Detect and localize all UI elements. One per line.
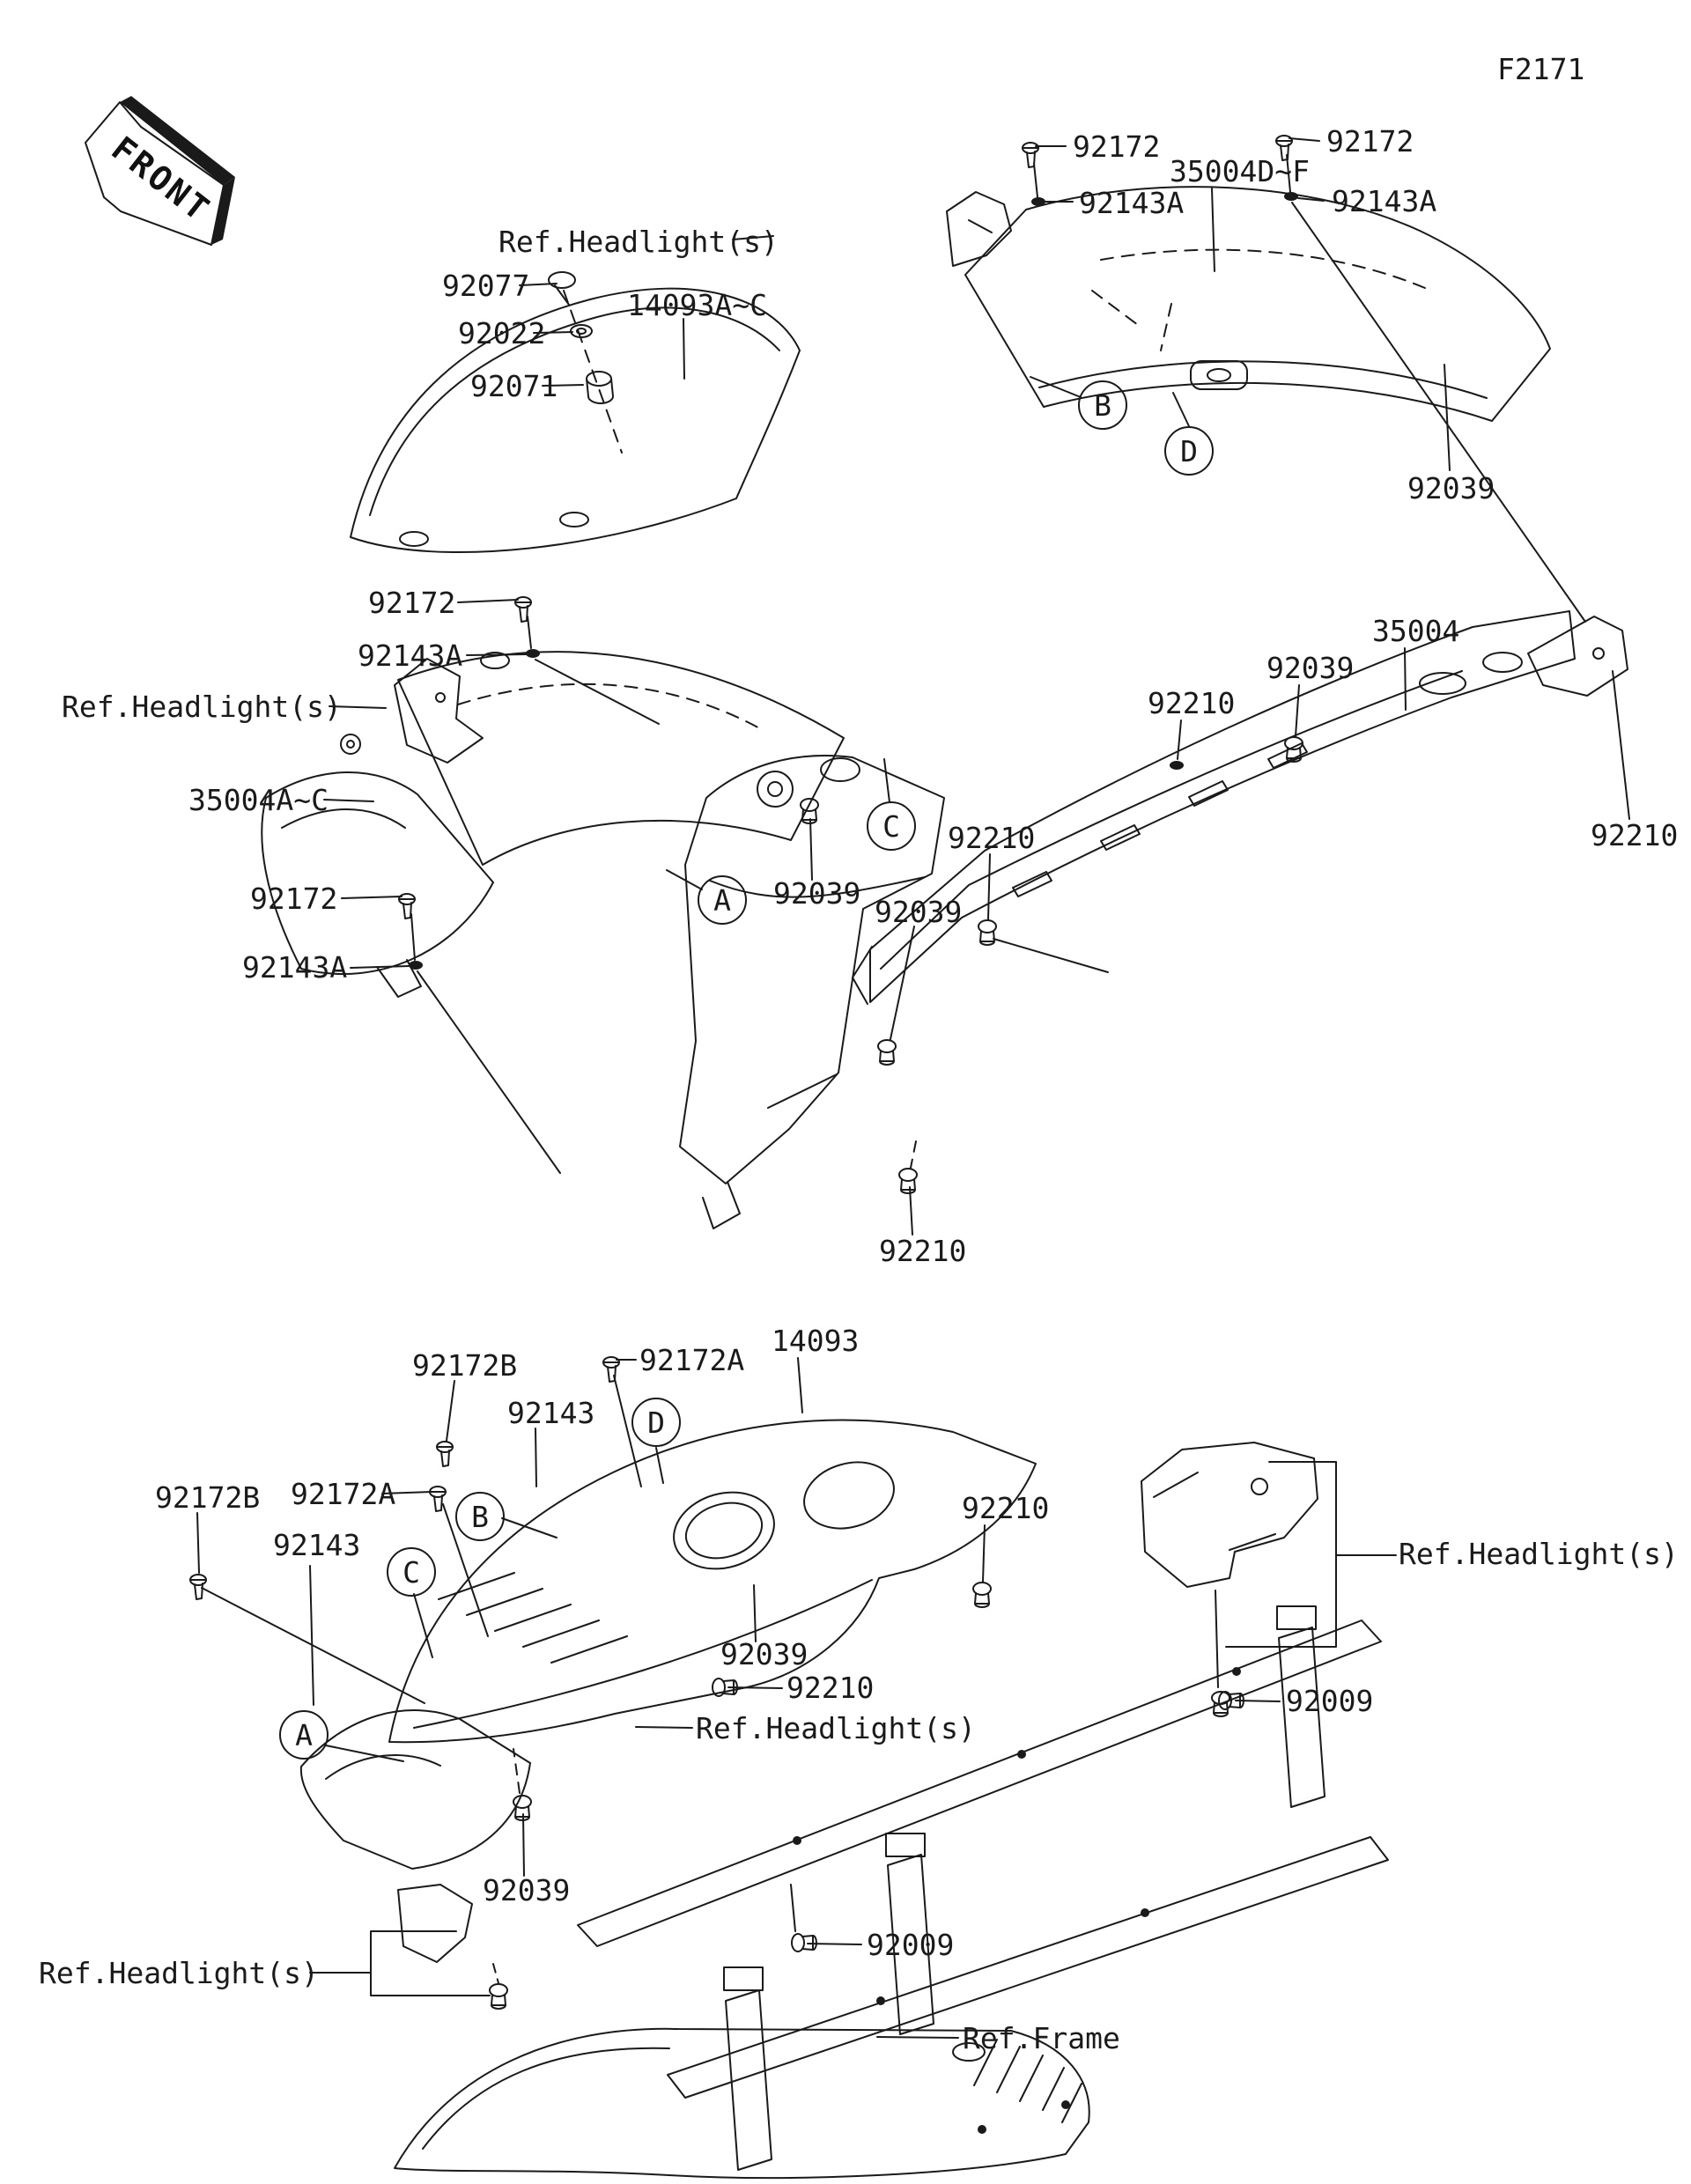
part-label-92039-bottom-mid: 92039 (720, 1637, 808, 1671)
svg-text:A: A (295, 1718, 313, 1752)
part-label-92172A-top: 92172A (639, 1343, 744, 1377)
part-label-35004AC: 35004A~C (188, 783, 329, 817)
right-headlight-bracket-drawing (1141, 1442, 1318, 1688)
ref-headlight-mid: Ref.Headlight(s) (696, 1711, 976, 1745)
callout-c-top: C (867, 801, 916, 851)
ref-frame-drawing (394, 2027, 1090, 2179)
part-label-92143-left: 92143 (273, 1528, 360, 1562)
ref-frame-label: Ref.Frame (963, 2021, 1120, 2055)
part-label-92172-mid: 92172 (368, 586, 455, 620)
part-label-92172A-left: 92172A (291, 1477, 395, 1511)
part-label-92039-bottom-left: 92039 (483, 1873, 570, 1907)
mid-fender-35004AC-drawing (261, 651, 845, 998)
part-label-14093: 14093 (772, 1324, 859, 1358)
part-label-92071: 92071 (470, 369, 558, 403)
part-label-92143-top: 92143 (507, 1396, 594, 1430)
ref-headlight-bottom-left: Ref.Headlight(s) (39, 1956, 319, 1990)
top-fender-cover-14093-drawing (350, 271, 801, 554)
part-label-92210-right-1: 92210 (1148, 686, 1235, 720)
part-label-92022: 92022 (458, 316, 545, 350)
svg-text:B: B (1094, 388, 1111, 423)
part-label-92210-right-edge: 92210 (1591, 818, 1678, 852)
svg-text:A: A (713, 883, 731, 918)
part-label-92039-right: 92039 (1266, 651, 1354, 685)
ref-headlight-right: Ref.Headlight(s) (1399, 1537, 1679, 1571)
diagram-code: F2171 (1497, 52, 1584, 86)
svg-text:B: B (471, 1500, 489, 1534)
part-label-92039-center-2: 92039 (875, 895, 962, 929)
part-label-92143A-low: 92143A (242, 950, 347, 985)
ref-headlight-top: Ref.Headlight(s) (498, 225, 779, 259)
part-label-92210-bottom: 92210 (879, 1234, 966, 1268)
part-label-35004DF: 35004D~F (1170, 154, 1310, 188)
svg-text:D: D (1180, 434, 1198, 469)
svg-text:D: D (647, 1406, 665, 1440)
svg-text:C: C (882, 809, 900, 844)
part-label-92039-top-right: 92039 (1407, 471, 1495, 505)
callout-a-top: A (698, 875, 747, 925)
part-label-35004: 35004 (1372, 614, 1459, 648)
part-label-92009-bottom: 92009 (867, 1928, 954, 1962)
part-label-92143A-top-2: 92143A (1332, 184, 1436, 218)
part-label-92143A-mid: 92143A (358, 638, 462, 673)
callout-b-bottom: B (455, 1492, 505, 1541)
top-fender-cover-35004DF-drawing (946, 186, 1551, 422)
part-label-92210-bottom-section: 92210 (962, 1491, 1049, 1525)
ref-headlight-left: Ref.Headlight(s) (62, 690, 342, 724)
callout-a-bottom: A (279, 1710, 329, 1760)
callout-b-top: B (1078, 380, 1127, 430)
leader-lines (189, 135, 1630, 2039)
part-label-92172-top-2: 92172 (1326, 124, 1414, 159)
part-label-14093AC: 14093A~C (627, 288, 767, 322)
part-label-92210-center: 92210 (948, 821, 1035, 855)
callout-d-bottom: D (631, 1398, 681, 1447)
callout-d-top: D (1164, 426, 1214, 476)
part-label-92172-low: 92172 (250, 882, 337, 916)
part-label-92210-bottom-mid: 92210 (786, 1671, 874, 1705)
svg-text:C: C (402, 1555, 420, 1590)
part-label-92143A-top-1: 92143A (1079, 186, 1184, 220)
part-label-92039-center-1: 92039 (773, 876, 860, 911)
frame-rails-drawing (577, 1605, 1389, 2171)
bottom-left-headlight-part-drawing (397, 1884, 499, 1984)
callout-c-bottom: C (387, 1547, 436, 1597)
center-bracket-drawing (679, 755, 945, 1229)
part-label-92172-top-1: 92172 (1073, 129, 1160, 164)
part-label-92077: 92077 (442, 269, 529, 303)
front-arrow (85, 96, 235, 246)
lower-brace-35004-drawing (852, 610, 1628, 1005)
part-label-92172B-top: 92172B (412, 1348, 517, 1383)
part-label-92009-right: 92009 (1286, 1684, 1373, 1718)
front-fender-14093-drawing (299, 1419, 1037, 1870)
part-label-92172B-left: 92172B (155, 1480, 260, 1515)
